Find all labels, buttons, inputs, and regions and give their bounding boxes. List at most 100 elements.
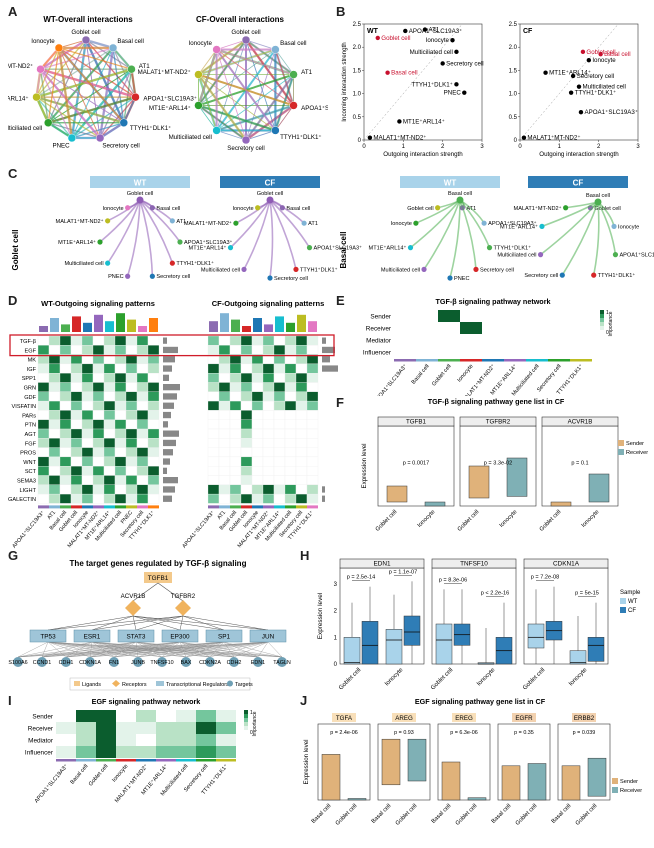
star-node — [293, 266, 299, 272]
star-hub — [594, 198, 602, 206]
network-edge — [113, 641, 181, 658]
heat-cell — [251, 400, 264, 411]
regulator-node — [205, 629, 243, 643]
heat-cell — [218, 438, 231, 448]
star-node-label: APOA1⁺SLC19A3⁺ — [488, 220, 537, 227]
heat-cell — [136, 456, 149, 467]
scatter-point-label: PNEC — [444, 90, 462, 97]
heat-cell — [114, 410, 127, 420]
heat-cell — [147, 456, 160, 467]
heat-cell — [295, 410, 308, 420]
row-total-bar — [163, 495, 172, 502]
star-node — [105, 218, 111, 224]
star-edge — [423, 199, 461, 270]
heat-cell — [284, 484, 297, 495]
cell-networks: Basal cellAT1APOA1⁺SLC19A3⁺TTYH1⁺DLK1⁺Se… — [56, 191, 654, 282]
heat-cell — [240, 391, 253, 402]
heat-cell — [284, 335, 297, 346]
legend-swatch — [618, 449, 624, 455]
scatter-point — [454, 82, 459, 87]
heat-cell — [394, 334, 416, 346]
network-node — [127, 64, 136, 74]
legend-swatch — [600, 326, 604, 330]
pathway-row-label: GDF — [24, 395, 36, 401]
gene-label: CDKN1A — [553, 561, 580, 568]
heat-cell — [147, 447, 160, 458]
heat-cell — [262, 345, 275, 355]
heat-cell — [295, 391, 308, 402]
scatter-title: CF — [523, 28, 533, 35]
heat-cell — [76, 722, 96, 734]
heat-cell — [504, 346, 526, 358]
heat-cell — [240, 475, 253, 485]
scatter-point — [367, 135, 373, 140]
column-label: AT1 — [46, 510, 57, 521]
star-node-label: Multiciliated cell — [201, 267, 240, 273]
category-label: Basal cell — [311, 803, 333, 825]
heat-cell — [306, 345, 319, 355]
network-node — [67, 133, 77, 143]
heat-cell — [59, 345, 72, 355]
heat-cell — [59, 428, 72, 439]
heat-cell — [70, 410, 83, 420]
heat-cell — [240, 419, 253, 430]
star-node-label: AT1 — [176, 219, 186, 225]
x-tick-label: 1 — [402, 144, 406, 150]
heat-cell — [70, 428, 83, 439]
network-edge — [198, 74, 276, 131]
y-tick-label: 1.0 — [509, 92, 518, 98]
column-color-strip — [482, 359, 504, 362]
heat-cell — [218, 400, 231, 411]
star-node-label: APOA1⁺SLC19A3⁺ — [184, 239, 233, 246]
heat-cell — [548, 334, 570, 346]
column-color-strip — [116, 759, 136, 762]
heat-cell — [37, 391, 50, 402]
heat-cell — [37, 373, 50, 383]
column-total-bar — [308, 321, 317, 332]
network-edge — [99, 68, 133, 139]
legend-max: 1 — [606, 310, 609, 316]
network-edge — [216, 49, 247, 141]
network-edge — [41, 641, 181, 658]
column-color-strip — [71, 505, 82, 509]
heat-cell — [229, 466, 242, 476]
star-edge — [269, 199, 274, 279]
heat-cell — [229, 410, 242, 420]
heat-cell — [136, 475, 149, 485]
heat-cell — [125, 456, 138, 467]
heat-cell — [59, 391, 72, 402]
heat-cell — [156, 746, 176, 758]
column-label: Ionocyte — [457, 363, 475, 383]
star-node — [481, 220, 487, 226]
heat-cell — [273, 475, 286, 485]
box — [424, 501, 446, 507]
heat-cell — [147, 410, 160, 420]
star-hub — [266, 196, 274, 204]
heat-cell — [218, 373, 231, 383]
star-node-label: Secretory cell — [480, 267, 514, 273]
j-title: EGF signaling pathway gene list in CF — [415, 697, 546, 706]
regulator-node — [161, 629, 199, 643]
box — [361, 621, 379, 665]
p-value-label: p = 0.039 — [573, 730, 596, 736]
scatter-point — [450, 38, 455, 43]
row-total-bar — [322, 356, 330, 363]
network-edge — [91, 641, 163, 658]
column-color-strip — [82, 505, 93, 509]
heat-cell — [81, 345, 94, 355]
network-node-label: Goblet cell — [231, 29, 260, 36]
y-tick-label: 2.0 — [353, 45, 362, 51]
network-node — [131, 92, 140, 102]
scatter-point-label: MT1E⁺ARL14⁺ — [403, 118, 445, 125]
scatter-point-label: AT1 — [428, 27, 439, 34]
heat-cell — [125, 363, 138, 374]
heat-cell — [251, 447, 264, 458]
heat-cell — [114, 345, 127, 355]
target-label: TAGLN — [273, 660, 291, 666]
heat-cell — [251, 493, 264, 504]
heat-cell — [147, 484, 160, 495]
heat-cell — [103, 447, 116, 458]
panel-c-cell-networks: WT CF WT CF Goblet cell Basal cell Basal… — [11, 176, 654, 282]
role-row-label: Sender — [32, 714, 53, 721]
heat-cell — [136, 373, 149, 383]
